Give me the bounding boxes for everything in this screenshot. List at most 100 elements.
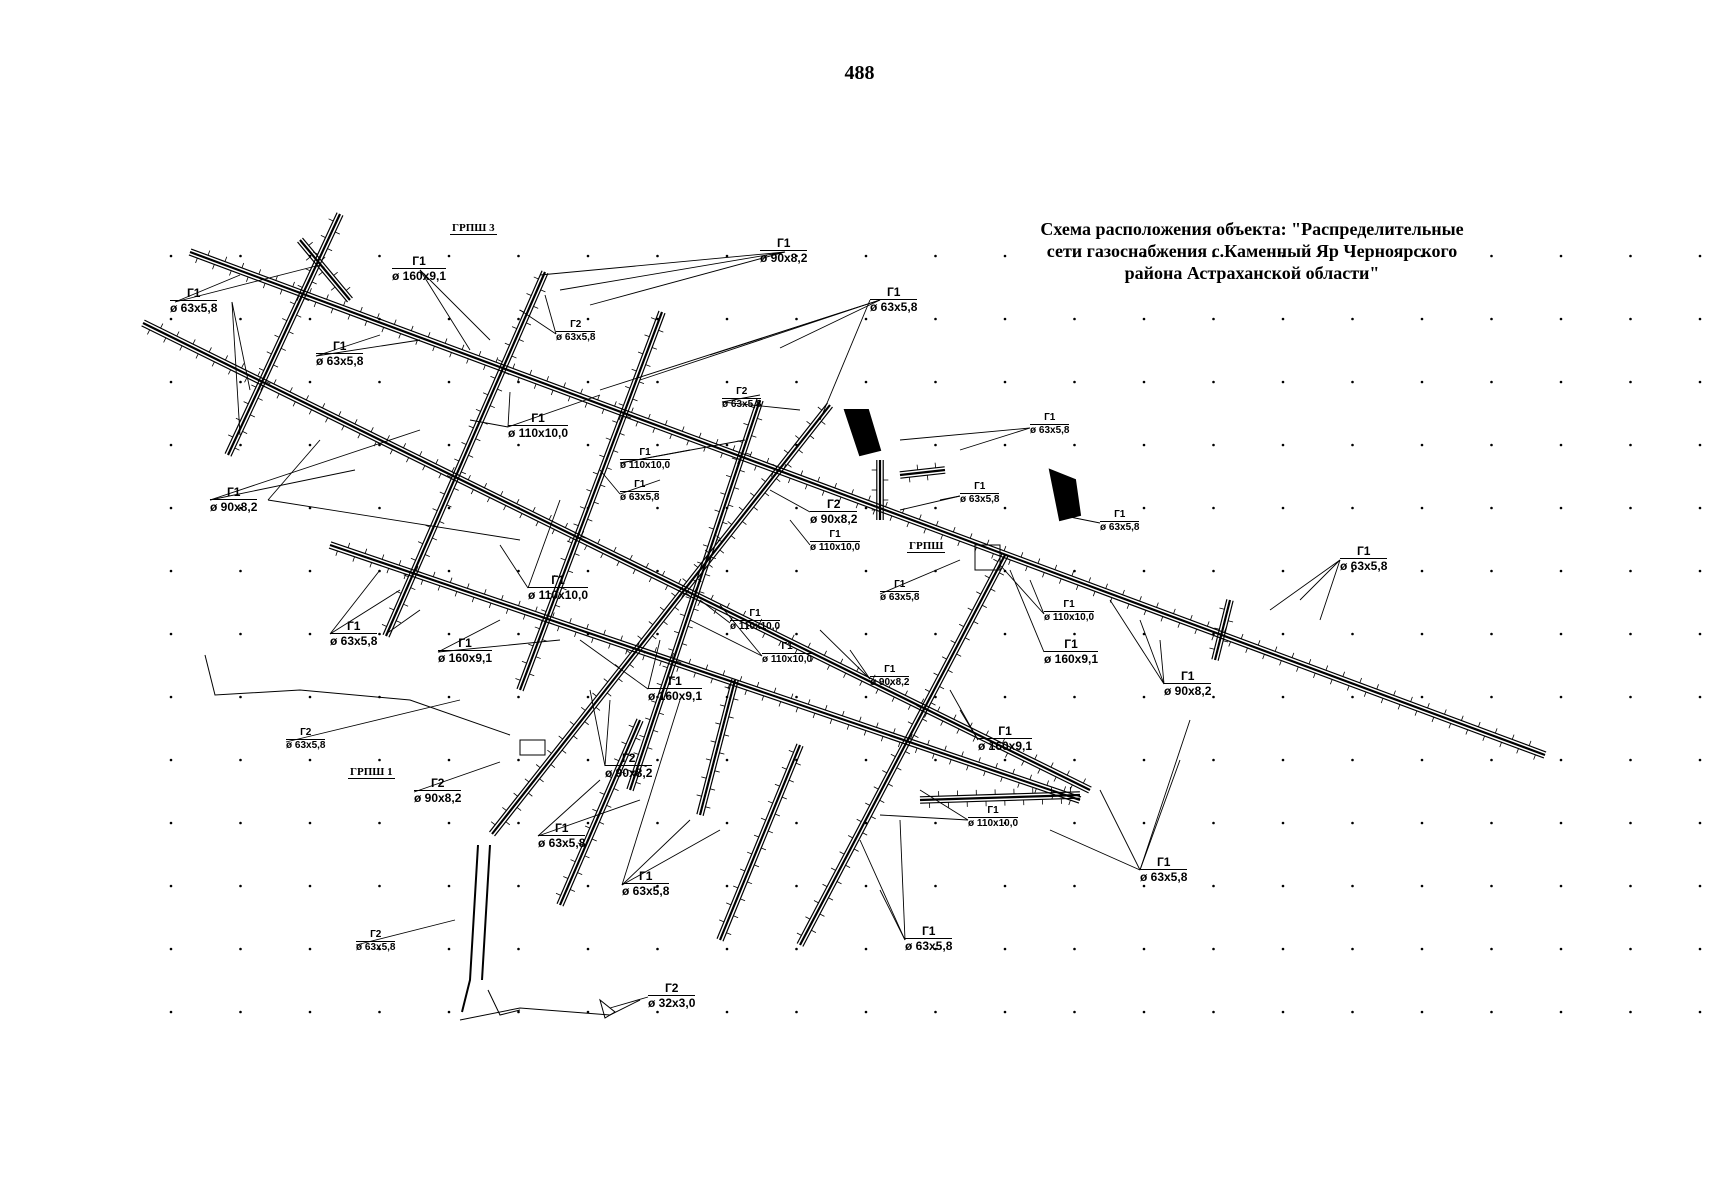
plot-tick xyxy=(328,218,334,222)
plot-tick xyxy=(422,465,426,471)
plot-tick xyxy=(540,289,546,293)
plot-tick xyxy=(1156,602,1159,608)
grid-dot xyxy=(1142,380,1146,384)
gas-pipe xyxy=(899,468,946,477)
plot-tick xyxy=(807,642,811,648)
grid-dot xyxy=(1212,317,1215,321)
leader-line xyxy=(1139,619,1165,685)
plot-tick xyxy=(635,737,641,741)
plot-tick xyxy=(552,612,555,618)
plot-tick xyxy=(705,758,712,761)
grid-dot xyxy=(1212,380,1215,384)
plot-tick xyxy=(704,549,710,554)
plot-tick xyxy=(548,622,554,625)
plot-tick xyxy=(1477,721,1481,727)
plot-tick xyxy=(160,323,164,329)
plot-tick xyxy=(1346,685,1350,691)
plot-tick xyxy=(461,442,467,445)
plot-tick xyxy=(568,570,574,574)
plot-tick xyxy=(601,408,605,414)
plot-tick xyxy=(783,449,789,454)
plot-tick xyxy=(570,889,576,892)
plot-tick xyxy=(335,231,340,235)
plot-tick xyxy=(386,568,390,574)
plot-tick xyxy=(592,808,598,812)
plot-tick xyxy=(1313,672,1316,679)
grid-dot xyxy=(795,695,798,699)
grid-dot xyxy=(239,254,242,258)
grid-dot xyxy=(586,821,590,825)
plot-tick xyxy=(478,350,482,357)
plot-tick xyxy=(547,749,552,754)
grid-dot xyxy=(725,569,729,573)
plot-tick xyxy=(913,734,919,738)
plot-tick xyxy=(734,487,740,490)
grid-dot xyxy=(239,758,242,762)
plot-tick xyxy=(1126,603,1130,609)
plot-tick xyxy=(381,327,385,333)
grid-dot xyxy=(308,758,312,762)
plot-tick xyxy=(626,415,632,419)
plot-tick xyxy=(1160,616,1164,622)
plot-tick xyxy=(341,425,345,431)
leader-line xyxy=(499,544,529,589)
plot-tick xyxy=(1279,660,1282,666)
plot-tick xyxy=(377,313,380,319)
plot-tick xyxy=(756,681,760,687)
grid-dot xyxy=(308,506,312,510)
plot-tick xyxy=(633,752,639,755)
grid-dot xyxy=(934,317,937,321)
gas-pipe xyxy=(1213,599,1232,661)
plot-tick xyxy=(577,872,583,876)
grid-dot xyxy=(447,758,451,762)
grid-dot xyxy=(1420,947,1424,951)
leader-line xyxy=(959,709,979,741)
plot-tick xyxy=(761,695,765,701)
plot-tick xyxy=(905,751,911,755)
plot-tick xyxy=(1245,647,1248,653)
grid-dot xyxy=(1142,884,1146,888)
plot-tick xyxy=(1511,734,1515,740)
plot-tick xyxy=(934,462,937,468)
street-edge xyxy=(1217,600,1234,661)
grid-dot xyxy=(1629,569,1632,573)
plot-tick xyxy=(437,585,441,591)
plot-tick xyxy=(995,763,998,769)
plot-tick xyxy=(427,332,431,338)
gas-pipe xyxy=(329,543,1081,802)
grid-dot xyxy=(378,821,381,825)
grid-dot xyxy=(1351,695,1354,699)
grid-dot xyxy=(586,443,590,447)
plot-tick xyxy=(1037,558,1041,564)
grid-dot xyxy=(1559,821,1563,825)
plot-tick xyxy=(856,818,862,822)
grid-dot xyxy=(864,632,868,636)
grid-dot xyxy=(1142,569,1146,573)
plot-tick xyxy=(626,649,631,654)
plot-tick xyxy=(875,688,879,694)
plot-tick xyxy=(788,478,791,484)
plot-tick xyxy=(1053,776,1057,782)
plot-tick xyxy=(665,585,669,591)
leader-line xyxy=(819,629,871,680)
street-edge xyxy=(330,541,1082,798)
grid-dot xyxy=(1490,884,1493,888)
plot-tick xyxy=(639,734,645,738)
plot-tick xyxy=(305,256,311,261)
plot-tick xyxy=(526,293,532,296)
grid-dot xyxy=(1420,317,1424,321)
plot-tick xyxy=(959,623,964,627)
plot-tick xyxy=(417,541,423,545)
plot-tick xyxy=(395,620,402,624)
plot-tick xyxy=(419,451,423,457)
grid-dot xyxy=(1490,443,1493,447)
plot-tick xyxy=(475,408,481,412)
plot-tick xyxy=(262,283,266,289)
leader-line xyxy=(879,559,961,595)
grid-dot xyxy=(1281,695,1285,699)
plot-tick xyxy=(618,415,622,421)
street-edge xyxy=(382,270,543,635)
plot-tick xyxy=(613,788,619,791)
